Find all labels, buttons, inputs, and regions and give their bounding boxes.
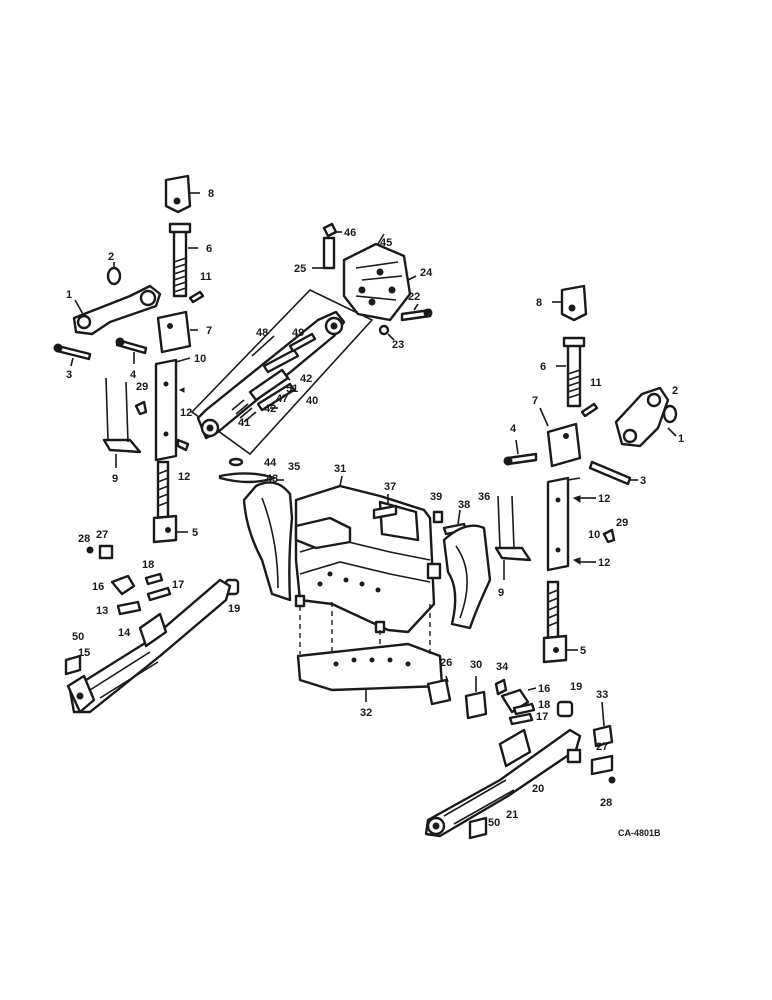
callout-14: 14 bbox=[118, 627, 131, 639]
callout-24: 24 bbox=[420, 267, 433, 279]
callout-34: 34 bbox=[496, 661, 509, 673]
callout-39: 39 bbox=[430, 491, 442, 503]
callout-12: 12 bbox=[598, 557, 610, 569]
right-lower-link-assembly bbox=[424, 675, 616, 840]
callout-19: 19 bbox=[570, 681, 582, 693]
callout-46: 46 bbox=[344, 227, 356, 239]
callout-23: 23 bbox=[392, 339, 404, 351]
callout-16: 16 bbox=[538, 683, 550, 695]
callout-6: 6 bbox=[540, 361, 546, 373]
callout-9: 9 bbox=[498, 587, 504, 599]
callout-labels: 8 6 11 2 1 7 10 3 4 29 12 12 9 5 46 25 4… bbox=[66, 188, 684, 838]
part-7-bracket-right bbox=[546, 422, 582, 468]
callout-47: 47 bbox=[276, 393, 288, 405]
callout-31: 31 bbox=[334, 463, 346, 475]
right-lift-link-assembly bbox=[494, 284, 678, 664]
left-lower-link-assembly bbox=[64, 544, 240, 714]
callout-8: 8 bbox=[536, 297, 542, 309]
left-lift-link-assembly bbox=[53, 174, 205, 544]
callout-10: 10 bbox=[588, 529, 600, 541]
callout-11: 11 bbox=[200, 271, 212, 283]
callout-38: 38 bbox=[458, 499, 470, 511]
center-frame-assembly bbox=[242, 475, 492, 702]
callout-5: 5 bbox=[580, 645, 586, 657]
callout-6: 6 bbox=[206, 243, 212, 255]
callout-7: 7 bbox=[532, 395, 538, 407]
callout-50: 50 bbox=[72, 631, 84, 643]
part-8-clevis-left bbox=[164, 174, 192, 214]
part-32-base-plate bbox=[296, 642, 444, 692]
callout-26: 26 bbox=[440, 657, 452, 669]
callout-35: 35 bbox=[288, 461, 300, 473]
callout-27: 27 bbox=[96, 529, 108, 541]
top-link-outline bbox=[190, 289, 374, 456]
drawing-reference-code: CA-4801B bbox=[618, 828, 661, 838]
callout-4: 4 bbox=[510, 423, 517, 435]
part-1-lift-arm-left bbox=[72, 284, 162, 336]
callout-5: 5 bbox=[192, 527, 198, 539]
callout-10: 10 bbox=[194, 353, 206, 365]
callout-40: 40 bbox=[306, 395, 318, 407]
top-bracket-assembly bbox=[312, 222, 433, 341]
top-link-assembly bbox=[190, 289, 374, 484]
callout-29: 29 bbox=[616, 517, 628, 529]
callout-9: 9 bbox=[112, 473, 118, 485]
callout-37: 37 bbox=[384, 481, 396, 493]
callout-18: 18 bbox=[142, 559, 154, 571]
callout-12: 12 bbox=[180, 407, 192, 419]
part-10-sleeve-left bbox=[154, 358, 178, 462]
callout-1: 1 bbox=[678, 433, 684, 445]
callout-3: 3 bbox=[66, 369, 72, 381]
callout-19: 19 bbox=[228, 603, 240, 615]
callout-28: 28 bbox=[78, 533, 90, 545]
callout-43: 43 bbox=[266, 473, 278, 485]
callout-30: 30 bbox=[470, 659, 482, 671]
part-10-sleeve-right bbox=[546, 476, 570, 572]
callout-45: 45 bbox=[380, 237, 392, 249]
callout-29: 29 bbox=[136, 381, 148, 393]
callout-25: 25 bbox=[294, 263, 306, 275]
callout-33: 33 bbox=[596, 689, 608, 701]
callout-1: 1 bbox=[66, 289, 72, 301]
part-31-frame bbox=[294, 484, 436, 634]
callout-13: 13 bbox=[96, 605, 108, 617]
callout-8: 8 bbox=[208, 188, 214, 200]
callout-51: 51 bbox=[286, 383, 298, 395]
callout-36: 36 bbox=[478, 491, 490, 503]
callout-28: 28 bbox=[600, 797, 612, 809]
callout-12: 12 bbox=[178, 471, 190, 483]
callout-27: 27 bbox=[596, 741, 608, 753]
callout-42: 42 bbox=[300, 373, 312, 385]
callout-17: 17 bbox=[172, 579, 184, 591]
part-2-washer-left bbox=[106, 266, 122, 286]
callout-20: 20 bbox=[532, 783, 544, 795]
callout-42: 42 bbox=[264, 403, 276, 415]
part-35-shield-left bbox=[242, 481, 294, 602]
part-24-bracket bbox=[342, 242, 412, 322]
callout-49: 49 bbox=[292, 327, 304, 339]
callout-50: 50 bbox=[488, 817, 500, 829]
part-2-washer-right bbox=[662, 404, 678, 424]
callout-32: 32 bbox=[360, 707, 372, 719]
callout-15: 15 bbox=[78, 647, 90, 659]
callout-3: 3 bbox=[640, 475, 646, 487]
callout-22: 22 bbox=[408, 291, 420, 303]
callout-2: 2 bbox=[108, 251, 114, 263]
part-8-clevis-right bbox=[560, 284, 588, 322]
callout-16: 16 bbox=[92, 581, 104, 593]
callout-12: 12 bbox=[598, 493, 610, 505]
callout-11: 11 bbox=[590, 377, 602, 389]
callout-17: 17 bbox=[536, 711, 548, 723]
callout-18: 18 bbox=[538, 699, 550, 711]
callout-4: 4 bbox=[130, 369, 137, 381]
callout-21: 21 bbox=[506, 809, 518, 821]
callout-48: 48 bbox=[256, 327, 268, 339]
callout-44: 44 bbox=[264, 457, 277, 469]
callout-2: 2 bbox=[672, 385, 678, 397]
callout-41: 41 bbox=[238, 417, 250, 429]
part-7-bracket-left bbox=[156, 310, 192, 354]
callout-7: 7 bbox=[206, 325, 212, 337]
